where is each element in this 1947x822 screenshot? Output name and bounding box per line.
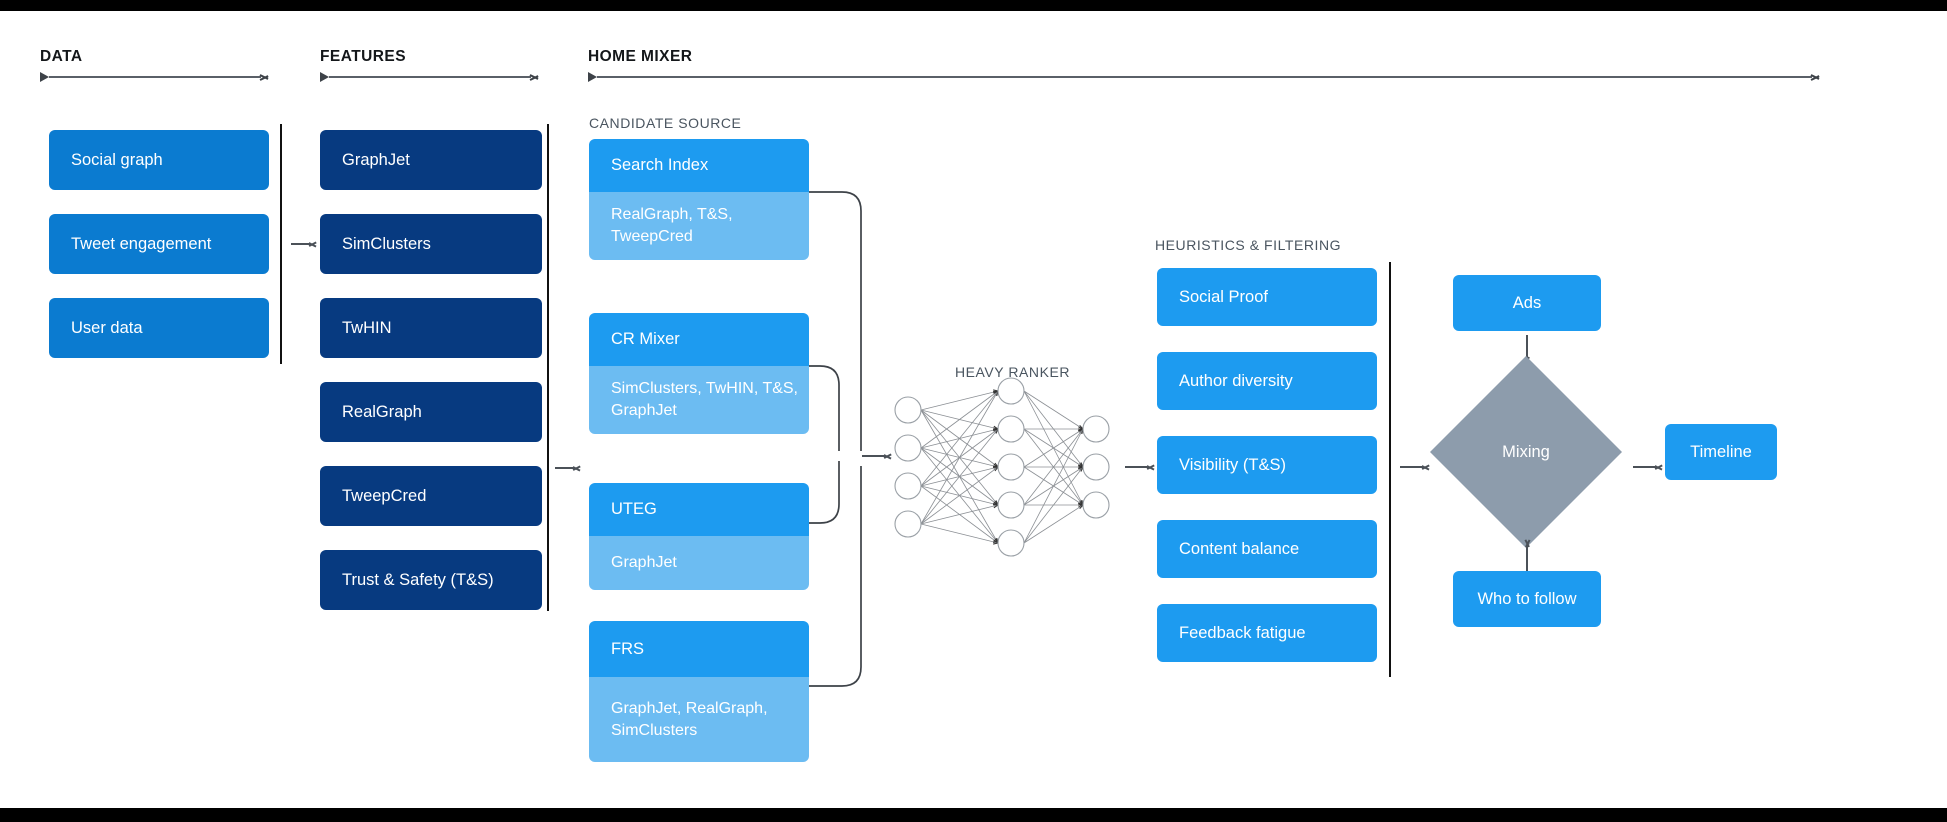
output-box-ads[interactable]: Ads	[1453, 275, 1601, 331]
heuristic-label: Social Proof	[1179, 287, 1268, 306]
heuristic-box-visibility[interactable]: Visibility (T&S)	[1157, 436, 1377, 494]
candidate-source-frs[interactable]: FRS GraphJet, RealGraph, SimClusters	[589, 621, 809, 762]
arrow-mixing-to-timeline	[1633, 462, 1665, 472]
candidate-source-cr-mixer[interactable]: CR Mixer SimClusters, TwHIN, T&S, GraphJ…	[589, 313, 809, 434]
arrow-candidates-to-ranker	[862, 451, 894, 461]
arrow-heuristics-to-mixing	[1400, 462, 1432, 472]
data-box-user-data[interactable]: User data	[49, 298, 269, 358]
phase-arrow-features	[320, 71, 542, 83]
phase-arrow-home-mixer	[588, 71, 1823, 83]
arrow-ranker-to-heuristics	[1125, 462, 1157, 472]
heuristic-box-content-balance[interactable]: Content balance	[1157, 520, 1377, 578]
heuristic-label: Author diversity	[1179, 371, 1293, 390]
output-label: Who to follow	[1477, 589, 1577, 608]
bottom-letterbox-bar	[0, 808, 1947, 822]
candidate-source-name: UTEG	[589, 483, 809, 536]
feature-box-label: TwHIN	[342, 318, 392, 337]
candidate-source-connectors	[809, 191, 862, 687]
feature-box-label: TweepCred	[342, 486, 427, 505]
heuristic-label: Content balance	[1179, 539, 1300, 558]
arrow-data-to-features	[291, 239, 319, 249]
data-box-tweet-engagement[interactable]: Tweet engagement	[49, 214, 269, 274]
feature-box-trust-safety[interactable]: Trust & Safety (T&S)	[320, 550, 542, 610]
data-box-label: User data	[71, 318, 143, 337]
heuristic-box-feedback-fatigue[interactable]: Feedback fatigue	[1157, 604, 1377, 662]
arrow-ads-to-mixing	[1522, 335, 1532, 367]
diagram-canvas: DATA FEATURES HOME MIXER CANDIDATE SOURC…	[0, 11, 1947, 808]
heuristic-label: Feedback fatigue	[1179, 623, 1306, 642]
arrow-features-to-candidates	[555, 463, 583, 473]
candidate-source-features: SimClusters, TwHIN, T&S, GraphJet	[589, 366, 809, 434]
feature-box-label: RealGraph	[342, 402, 422, 421]
candidate-source-uteg[interactable]: UTEG GraphJet	[589, 483, 809, 590]
heuristic-label: Visibility (T&S)	[1179, 455, 1286, 474]
candidate-source-features: RealGraph, T&S, TweepCred	[589, 192, 809, 260]
data-box-label: Social graph	[71, 150, 163, 169]
phase-label-data: DATA	[40, 48, 83, 65]
candidate-source-name: Search Index	[589, 139, 809, 192]
feature-box-simclusters[interactable]: SimClusters	[320, 214, 542, 274]
feature-box-realgraph[interactable]: RealGraph	[320, 382, 542, 442]
feature-box-label: SimClusters	[342, 234, 431, 253]
data-box-label: Tweet engagement	[71, 234, 212, 253]
subsection-label-heavy-ranker: HEAVY RANKER	[955, 364, 1071, 380]
output-box-timeline[interactable]: Timeline	[1665, 424, 1777, 480]
heuristic-box-social-proof[interactable]: Social Proof	[1157, 268, 1377, 326]
arrow-who-to-follow-to-mixing	[1522, 539, 1532, 571]
candidate-source-features: GraphJet	[589, 536, 809, 590]
heuristic-box-author-diversity[interactable]: Author diversity	[1157, 352, 1377, 410]
subsection-label-heuristics: HEURISTICS & FILTERING	[1155, 237, 1342, 253]
divider-features-candidates	[547, 124, 549, 611]
phase-label-home-mixer: HOME MIXER	[588, 48, 693, 65]
output-label: Timeline	[1690, 442, 1752, 461]
candidate-source-name: CR Mixer	[589, 313, 809, 366]
phase-arrow-data	[40, 71, 272, 83]
mixing-diamond[interactable]: Mixing	[1430, 356, 1622, 548]
output-label: Ads	[1512, 293, 1542, 312]
divider-data-features	[280, 124, 282, 364]
feature-box-tweepcred[interactable]: TweepCred	[320, 466, 542, 526]
subsection-label-candidate-source: CANDIDATE SOURCE	[589, 115, 742, 131]
phase-label-features: FEATURES	[320, 48, 406, 65]
candidate-source-search-index[interactable]: Search Index RealGraph, T&S, TweepCred	[589, 139, 809, 260]
heavy-ranker-network	[894, 377, 1110, 557]
feature-box-twhin[interactable]: TwHIN	[320, 298, 542, 358]
feature-box-label: Trust & Safety (T&S)	[342, 570, 494, 589]
feature-box-graphjet[interactable]: GraphJet	[320, 130, 542, 190]
top-letterbox-bar	[0, 0, 1947, 11]
data-box-social-graph[interactable]: Social graph	[49, 130, 269, 190]
feature-box-label: GraphJet	[342, 150, 410, 169]
divider-heuristics-output	[1389, 262, 1391, 677]
mixing-label: Mixing	[1502, 442, 1550, 461]
candidate-source-name: FRS	[589, 621, 809, 677]
candidate-source-features: GraphJet, RealGraph, SimClusters	[589, 677, 809, 762]
output-box-who-to-follow[interactable]: Who to follow	[1453, 571, 1601, 627]
